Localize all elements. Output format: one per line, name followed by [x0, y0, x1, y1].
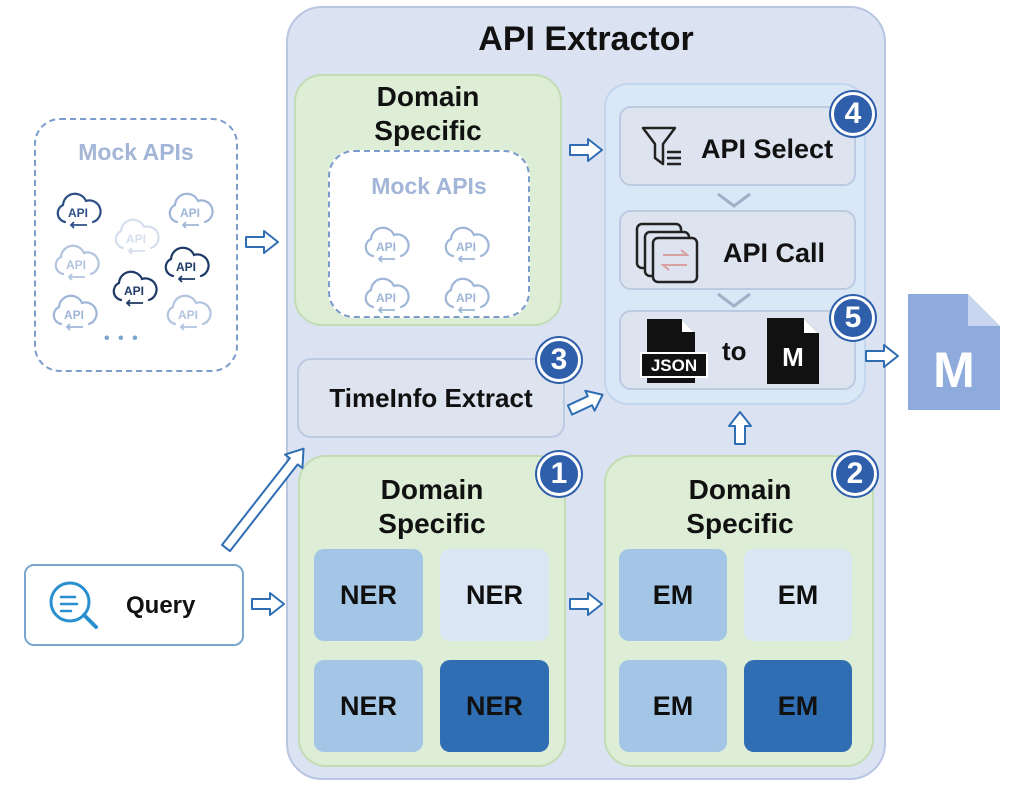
api-cloud-label: API: [64, 308, 84, 322]
step-badge-4: 4: [831, 92, 875, 136]
step-badge-5: 5: [831, 296, 875, 340]
domain-specific-top-title: Domain Specific: [374, 81, 482, 146]
ner-tile-1: NER: [314, 549, 423, 641]
timeinfo-extract-label: TimeInfo Extract: [329, 382, 533, 413]
em-tile-2: EM: [744, 549, 852, 641]
mock-apis-inner-title: Mock APIs: [371, 172, 487, 199]
em-group-title: Domain Specific: [686, 474, 794, 539]
m-file-icon: [767, 318, 819, 384]
ner-tile-4: NER: [440, 660, 549, 752]
api-cloud-icon: API: [444, 226, 490, 263]
mock-apis-outer-box: Mock APIs: [34, 118, 238, 372]
ner-tile-3: NER: [314, 660, 423, 752]
timeinfo-extract-box: TimeInfo Extract: [297, 358, 565, 438]
api-cloud-icon: API: [166, 294, 212, 331]
em-tile-3: EM: [619, 660, 727, 752]
mock-apis-inner-box: Mock APIs: [328, 150, 530, 318]
markdown-document-icon: [908, 294, 1000, 410]
api-call-step: API Call: [619, 210, 856, 290]
api-cloud-icon: API: [168, 192, 214, 229]
em-tile-1: EM: [619, 549, 727, 641]
ner-group-title: Domain Specific: [378, 474, 486, 539]
api-cloud-label: API: [68, 206, 88, 220]
arrow-mock-to-domain: [245, 230, 279, 254]
api-cloud-icon: API: [112, 270, 158, 307]
em-tile-4: EM: [744, 660, 852, 752]
api-cloud-icon: API: [114, 218, 160, 255]
api-cloud-label: API: [376, 240, 396, 254]
api-cloud-icon: API: [52, 294, 98, 331]
query-box: Query: [24, 564, 244, 646]
step-badge-1: 1: [537, 452, 581, 496]
arrow-query-to-ner: [251, 592, 285, 616]
api-select-label: API Select: [701, 134, 834, 164]
m-file-letter: M: [782, 342, 804, 372]
to-label: to: [722, 336, 747, 366]
api-cloud-icon: API: [364, 277, 410, 314]
ellipsis: • • •: [104, 330, 140, 347]
api-cloud-label: API: [124, 284, 144, 298]
mock-apis-outer-title: Mock APIs: [78, 138, 194, 165]
api-cloud-label: API: [180, 206, 200, 220]
api-cloud-icon: API: [164, 246, 210, 283]
json-file-icon: [640, 319, 708, 383]
api-cloud-icon: API: [444, 277, 490, 314]
api-cloud-label: API: [456, 240, 476, 254]
api-cloud-icon: API: [364, 226, 410, 263]
api-cloud-label: API: [66, 258, 86, 272]
filter-icon: [641, 126, 681, 166]
api-cloud-icon: API: [54, 244, 100, 281]
api-cloud-label: API: [176, 260, 196, 274]
search-document-icon: [49, 581, 98, 629]
step-badge-3: 3: [537, 338, 581, 382]
step-badge-2: 2: [833, 452, 877, 496]
api-cloud-label: API: [456, 291, 476, 305]
query-label: Query: [126, 592, 196, 619]
page-title: API Extractor: [478, 19, 694, 58]
ner-tile-2: NER: [440, 549, 549, 641]
api-call-icon: [635, 222, 699, 284]
output-document-letter: M: [933, 342, 975, 398]
api-cloud-label: API: [126, 232, 146, 246]
api-cloud-label: API: [376, 291, 396, 305]
api-call-label: API Call: [723, 238, 826, 268]
api-cloud-label: API: [178, 308, 198, 322]
json-label: JSON: [650, 356, 698, 375]
api-select-step: API Select: [619, 106, 856, 186]
convert-step: JSON to M: [619, 310, 856, 390]
api-cloud-icon: API: [56, 192, 102, 229]
